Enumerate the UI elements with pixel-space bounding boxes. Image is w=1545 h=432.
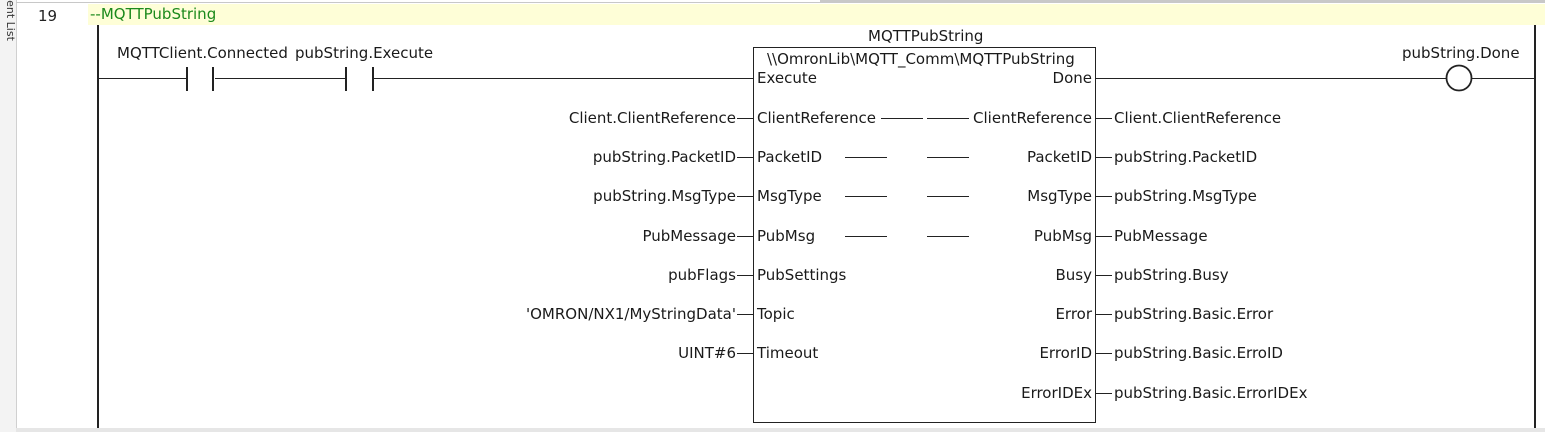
- rung-wire: [215, 78, 345, 79]
- fb-input-pin-packetid[interactable]: PacketID: [757, 148, 823, 166]
- input-variable-pubsettings[interactable]: pubFlags: [668, 266, 736, 284]
- inout-link: [927, 118, 969, 119]
- output-connector: [1096, 236, 1112, 237]
- contact-label: pubString.Execute: [295, 44, 434, 62]
- fb-input-pin-pubmsg[interactable]: PubMsg: [757, 227, 816, 245]
- contact-plate-left: [186, 67, 188, 91]
- inout-link: [845, 196, 887, 197]
- input-connector: [737, 236, 753, 237]
- rung-number: 19: [38, 7, 58, 25]
- output-connector: [1096, 275, 1112, 276]
- left-power-rail: [97, 25, 99, 432]
- output-connector: [1096, 353, 1112, 354]
- fb-output-pin-busy[interactable]: Busy: [1055, 266, 1093, 284]
- output-variable-packetid[interactable]: pubString.PacketID: [1114, 148, 1258, 166]
- input-connector: [737, 353, 753, 354]
- input-connector: [737, 118, 753, 119]
- rung-comment[interactable]: --MQTTPubString: [90, 5, 217, 23]
- input-variable-clientreference[interactable]: Client.ClientReference: [568, 109, 736, 127]
- inout-link: [927, 196, 969, 197]
- output-variable-busy[interactable]: pubString.Busy: [1114, 266, 1229, 284]
- fb-input-pin-pubsettings[interactable]: PubSettings: [757, 266, 847, 284]
- output-variable-clientreference[interactable]: Client.ClientReference: [1114, 109, 1282, 127]
- input-variable-topic[interactable]: 'OMRON/NX1/MyStringData': [526, 305, 736, 323]
- output-connector: [1096, 393, 1112, 394]
- fb-instance-name: MQTTPubString: [868, 27, 984, 45]
- rung-wire: [1096, 78, 1446, 79]
- contact-plate-left: [345, 67, 347, 91]
- fb-output-pin-errorid[interactable]: ErrorID: [1039, 344, 1092, 362]
- fb-input-pin-topic[interactable]: Topic: [757, 305, 795, 323]
- right-power-rail: [1534, 25, 1536, 432]
- output-variable-errorid-ex[interactable]: pubString.Basic.ErrorIDEx: [1114, 384, 1308, 402]
- output-connector: [1096, 314, 1112, 315]
- fb-input-pin-execute[interactable]: Execute: [757, 69, 817, 87]
- fb-input-pin-timeout[interactable]: Timeout: [757, 344, 819, 362]
- editor-top-scroll-border: [820, 0, 1545, 2]
- input-connector: [737, 157, 753, 158]
- rung-wire: [1472, 78, 1534, 79]
- inout-link: [927, 236, 969, 237]
- output-variable-error[interactable]: pubString.Basic.Error: [1114, 305, 1274, 323]
- fb-output-pin-clientreference[interactable]: ClientReference: [973, 109, 1092, 127]
- coil-label: pubString.Done: [1402, 44, 1520, 62]
- output-variable-pubmsg[interactable]: PubMessage: [1114, 227, 1208, 245]
- input-connector: [737, 196, 753, 197]
- editor-top-border: [16, 2, 1545, 3]
- contact-label: MQTTClient.Connected: [117, 44, 288, 62]
- contact-plate-right: [372, 67, 374, 91]
- inout-link: [845, 236, 887, 237]
- input-variable-msgtype[interactable]: pubString.MsgType: [593, 187, 736, 205]
- input-connector: [737, 314, 753, 315]
- fb-output-pin-pubmsg[interactable]: PubMsg: [1033, 227, 1092, 245]
- rung-wire: [374, 78, 753, 79]
- fb-box[interactable]: [753, 47, 1096, 423]
- output-variable-msgtype[interactable]: pubString.MsgType: [1114, 187, 1257, 205]
- inout-link: [845, 157, 887, 158]
- contact-plate-right: [212, 67, 214, 91]
- input-variable-packetid[interactable]: pubString.PacketID: [592, 148, 736, 166]
- fb-input-pin-msgtype[interactable]: MsgType: [757, 187, 822, 205]
- fb-output-pin-error[interactable]: Error: [1055, 305, 1092, 323]
- output-connector: [1096, 118, 1112, 119]
- input-connector: [737, 275, 753, 276]
- input-variable-timeout[interactable]: UINT#6: [678, 344, 736, 362]
- fb-output-pin-msgtype[interactable]: MsgType: [1027, 187, 1092, 205]
- rung-comment-bar[interactable]: [88, 4, 1545, 25]
- fb-input-pin-clientreference[interactable]: ClientReference: [757, 109, 876, 127]
- fb-output-pin-packetid[interactable]: PacketID: [1026, 148, 1092, 166]
- side-panel-tab[interactable]: ent List: [0, 0, 17, 432]
- output-connector: [1096, 196, 1112, 197]
- fb-output-pin-done[interactable]: Done: [1052, 69, 1092, 87]
- inout-link: [881, 118, 923, 119]
- rung-wire: [99, 78, 186, 79]
- fb-output-pin-errorid-ex[interactable]: ErrorIDEx: [1021, 384, 1092, 402]
- input-variable-pubmsg[interactable]: PubMessage: [642, 227, 736, 245]
- fb-type-path: \\OmronLib\MQTT_Comm\MQTTPubString: [767, 50, 1075, 68]
- output-connector: [1096, 157, 1112, 158]
- output-variable-errorid[interactable]: pubString.Basic.ErroID: [1114, 344, 1283, 362]
- horizontal-scrollbar[interactable]: [16, 428, 1545, 432]
- inout-link: [927, 157, 969, 158]
